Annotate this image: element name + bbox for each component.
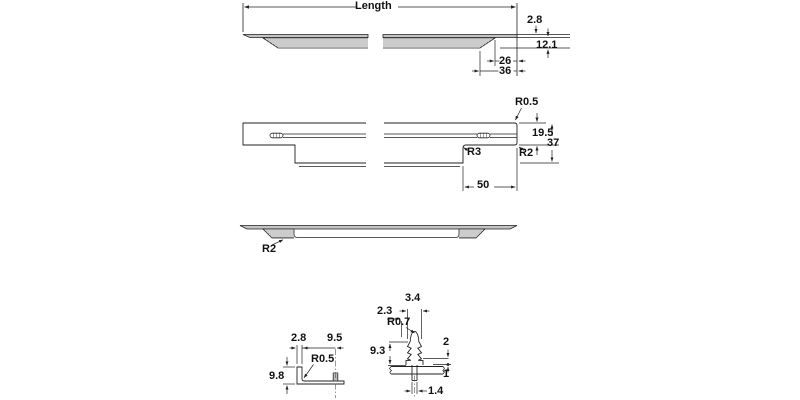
side-view-hatch — [266, 39, 492, 47]
dim-label-length: Length — [355, 0, 392, 12]
dim-label-wall-thickness: 2.8 — [291, 332, 307, 344]
dim-label-inset-lower: 36 — [499, 65, 512, 77]
mounting-slot — [269, 132, 491, 139]
dim-label-barb-length: 9.3 — [370, 345, 386, 357]
dim-label-collar-height: 2 — [443, 336, 450, 348]
dim-label-height-upper: 19.5 — [532, 127, 554, 139]
dim-label-total-height: 12.1 — [536, 39, 558, 51]
dim-label-thickness: 2.8 — [527, 14, 543, 26]
plan-view — [242, 107, 559, 191]
dim-label-corner-r2: R2 — [519, 147, 534, 159]
dim-label-barb-width: 3.4 — [405, 292, 421, 304]
dim-label-cap-height: 9.8 — [269, 370, 285, 382]
dim-label-height-total: 37 — [547, 137, 560, 149]
dim-label-protrusion: 1 — [443, 368, 450, 380]
dim-label-fillet-r3: R3 — [467, 146, 482, 158]
dim-label-corner-r05: R0.5 — [515, 96, 539, 108]
dim-label-tip-radius: R0.7 — [387, 316, 411, 328]
dim-label-dome-width: 2.3 — [377, 305, 393, 317]
dim-label-inset-upper: 26 — [499, 55, 512, 67]
side-view — [242, 3, 570, 76]
flange-plate-section — [389, 366, 445, 375]
dim-label-stem-width: 1.4 — [428, 385, 444, 397]
bottom-view — [239, 225, 518, 246]
barbed-sleeve — [405, 330, 424, 365]
expansion-sleeve-detail — [387, 309, 451, 397]
dim-label-cap-fillet: R0.5 — [311, 353, 335, 365]
dim-label-recess-r2: R2 — [262, 243, 277, 255]
dim-label-stud-offset: 9.5 — [327, 332, 343, 344]
end-cap-detail — [283, 345, 345, 398]
bottom-view-hatch — [265, 230, 483, 238]
dim-label-end-offset: 50 — [477, 179, 490, 191]
